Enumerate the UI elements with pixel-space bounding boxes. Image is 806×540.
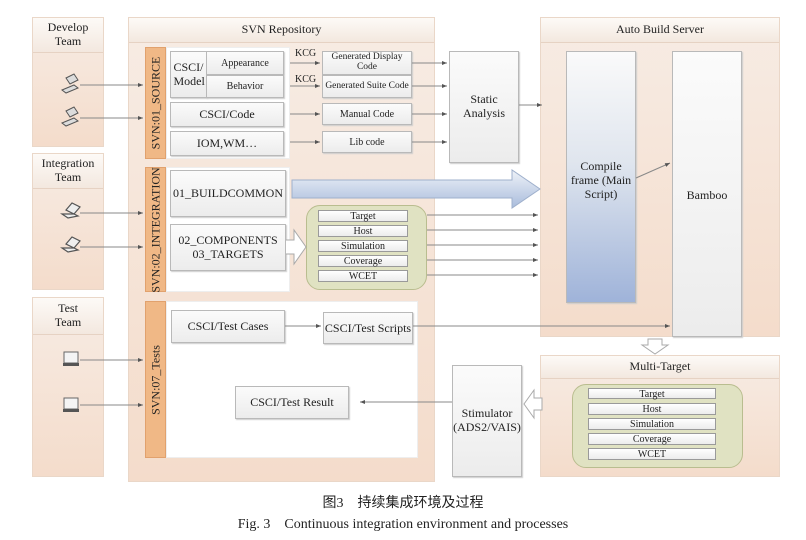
svn-source-label: SVN:01_SOURCE (145, 47, 166, 159)
manual-code-box[interactable]: Manual Code (322, 103, 412, 125)
components-targets-box[interactable]: 02_COMPONENTS 03_TARGETS (170, 224, 286, 271)
components-label: 02_COMPONENTS (178, 233, 278, 248)
multi-target-item-target[interactable]: Target (588, 388, 716, 400)
test-scripts-box[interactable]: CSCI/Test Scripts (323, 312, 413, 344)
multi-target-item-wcet[interactable]: WCET (588, 448, 716, 460)
lib-code-box[interactable]: Lib code (322, 131, 412, 153)
develop-computer-icon-2 (61, 106, 79, 127)
stimulator-box[interactable]: Stimulator (ADS2/VAIS) (452, 365, 522, 477)
multi-target-item-host[interactable]: Host (588, 403, 716, 415)
appearance-box[interactable]: Appearance (206, 51, 284, 75)
integration-laptop-icon-1 (60, 202, 81, 219)
test-monitor-icon-2 (63, 397, 79, 412)
build-to-multitarget-arrow (640, 338, 670, 355)
svn-integration-label: SVN:02_INTEGRATION (145, 167, 166, 292)
generated-suite-code-box[interactable]: Generated Suite Code (322, 75, 412, 98)
iom-wm-box[interactable]: IOM,WM… (170, 131, 284, 156)
kcg-label-1: KCG (295, 48, 317, 59)
kcg-label-2: KCG (295, 74, 317, 85)
static-analysis-box[interactable]: Static Analysis (449, 51, 519, 163)
multitarget-to-stimulator-arrow (523, 388, 543, 420)
test-cases-box[interactable]: CSCI/Test Cases (171, 310, 285, 343)
multi-target-title: Multi-Target (541, 356, 779, 379)
integration-item-coverage[interactable]: Coverage (318, 255, 408, 267)
targets-label: 03_TARGETS (192, 246, 264, 261)
csci-model-box: CSCI/ Model (170, 51, 207, 98)
integration-team-panel: Integration Team (32, 153, 104, 290)
integration-item-simulation[interactable]: Simulation (318, 240, 408, 252)
buildcommon-box[interactable]: 01_BUILDCOMMON (170, 170, 286, 217)
behavior-box[interactable]: Behavior (206, 75, 284, 98)
generated-display-code-box[interactable]: Generated Display Code (322, 51, 412, 75)
develop-computer-icon-1 (61, 73, 79, 94)
svn-tests-label: SVN:07_Tests (145, 301, 166, 458)
components-hollow-arrow (286, 228, 307, 266)
test-team-title: Test Team (33, 298, 103, 335)
compile-frame-box[interactable]: Compile frame (Main Script) (566, 51, 636, 303)
multi-target-item-simulation[interactable]: Simulation (588, 418, 716, 430)
integration-item-host[interactable]: Host (318, 225, 408, 237)
test-result-box[interactable]: CSCI/Test Result (235, 386, 349, 419)
auto-build-server-title: Auto Build Server (541, 18, 779, 43)
bamboo-box[interactable]: Bamboo (672, 51, 742, 337)
integration-item-target[interactable]: Target (318, 210, 408, 222)
integration-item-wcet[interactable]: WCET (318, 270, 408, 282)
develop-team-title: Develop Team (33, 18, 103, 53)
csci-code-box[interactable]: CSCI/Code (170, 102, 284, 127)
multi-target-item-coverage[interactable]: Coverage (588, 433, 716, 445)
test-monitor-icon-1 (63, 351, 79, 366)
integration-team-title: Integration Team (33, 154, 103, 189)
svn-repository-title: SVN Repository (129, 18, 434, 43)
caption-english: Fig. 3 Continuous integration environmen… (237, 517, 569, 532)
buildcommon-big-arrow (291, 169, 541, 209)
integration-laptop-icon-2 (60, 236, 81, 253)
caption-chinese: 图3 持续集成环境及过程 (322, 496, 484, 511)
test-team-panel: Test Team (32, 297, 104, 477)
